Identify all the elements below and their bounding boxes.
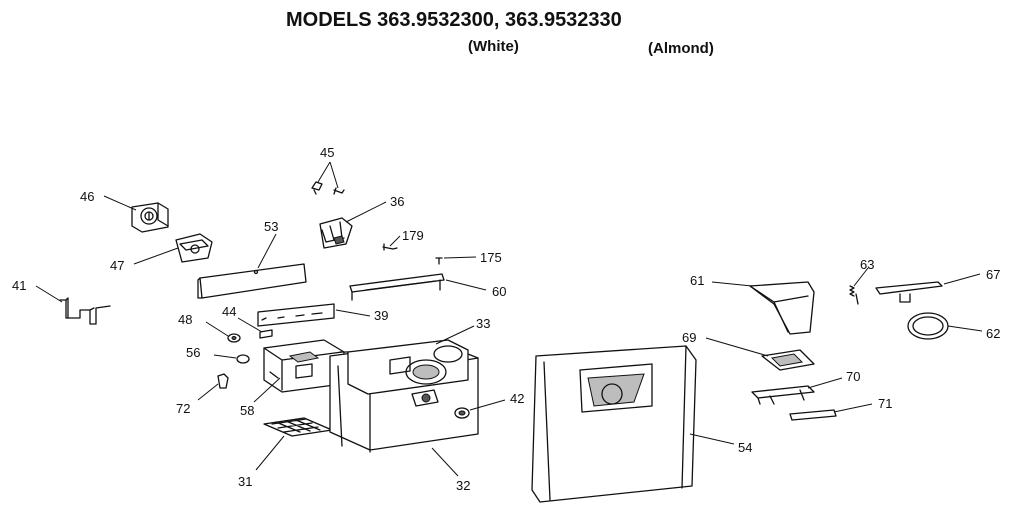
- part-48-nut: [227, 333, 241, 343]
- callout-179: 179: [402, 228, 424, 243]
- callout-33: 33: [476, 316, 490, 331]
- callout-58: 58: [240, 403, 254, 418]
- part-71-strip: [789, 409, 837, 421]
- part-69-door: [761, 349, 815, 371]
- part-41-arm: [59, 297, 111, 325]
- callout-31: 31: [238, 474, 252, 489]
- part-46-switch: [131, 202, 169, 233]
- part-44-clip: [259, 329, 273, 339]
- callout-69: 69: [682, 330, 696, 345]
- models-title: MODELS 363.9532300, 363.9532330: [286, 9, 622, 31]
- callout-42: 42: [510, 391, 524, 406]
- part-45-screws: [311, 181, 345, 195]
- part-63-spring: [849, 285, 859, 305]
- part-47-bracket: [175, 233, 213, 263]
- part-54-front-panel: [531, 345, 697, 503]
- part-39-board: [257, 303, 335, 327]
- part-42-cap: [454, 407, 470, 419]
- callout-54: 54: [738, 440, 752, 455]
- callout-labels: 45 46 36 179 175 53 47 60 39 41 48 44 56…: [12, 145, 1000, 493]
- white-variant-label: (White): [468, 38, 519, 55]
- part-33-funnel-assembly: [347, 339, 469, 407]
- callout-67: 67: [986, 267, 1000, 282]
- part-179-screw: [382, 243, 398, 251]
- almond-variant-label: (Almond): [648, 40, 714, 57]
- callout-62: 62: [986, 326, 1000, 341]
- callout-45: 45: [320, 145, 334, 160]
- part-53-panel: [197, 263, 307, 299]
- callout-72: 72: [176, 401, 190, 416]
- callout-44: 44: [222, 304, 236, 319]
- part-175-screw: [435, 257, 443, 265]
- callout-47: 47: [110, 258, 124, 273]
- callout-70: 70: [846, 369, 860, 384]
- part-60-bar: [349, 273, 445, 301]
- callout-61: 61: [690, 273, 704, 288]
- callout-41: 41: [12, 278, 26, 293]
- leader-lines: [35, 161, 983, 477]
- callout-56: 56: [186, 345, 200, 360]
- callout-63: 63: [860, 257, 874, 272]
- part-70-lever: [751, 385, 815, 405]
- part-72-clip: [217, 373, 229, 389]
- callout-175: 175: [480, 250, 502, 265]
- callout-60: 60: [492, 284, 506, 299]
- callout-32: 32: [456, 478, 470, 493]
- part-61-chute: [749, 281, 815, 335]
- part-67-bracket: [875, 281, 943, 303]
- part-58-housing: [263, 339, 345, 393]
- callout-53: 53: [264, 219, 278, 234]
- part-62-ring: [907, 312, 949, 340]
- callout-48: 48: [178, 312, 192, 327]
- callout-46: 46: [80, 189, 94, 204]
- callout-36: 36: [390, 194, 404, 209]
- callout-71: 71: [878, 396, 892, 411]
- part-36-actuator: [319, 217, 353, 249]
- part-31-tray: [263, 417, 333, 437]
- callout-39: 39: [374, 308, 388, 323]
- part-56-cap: [236, 354, 250, 364]
